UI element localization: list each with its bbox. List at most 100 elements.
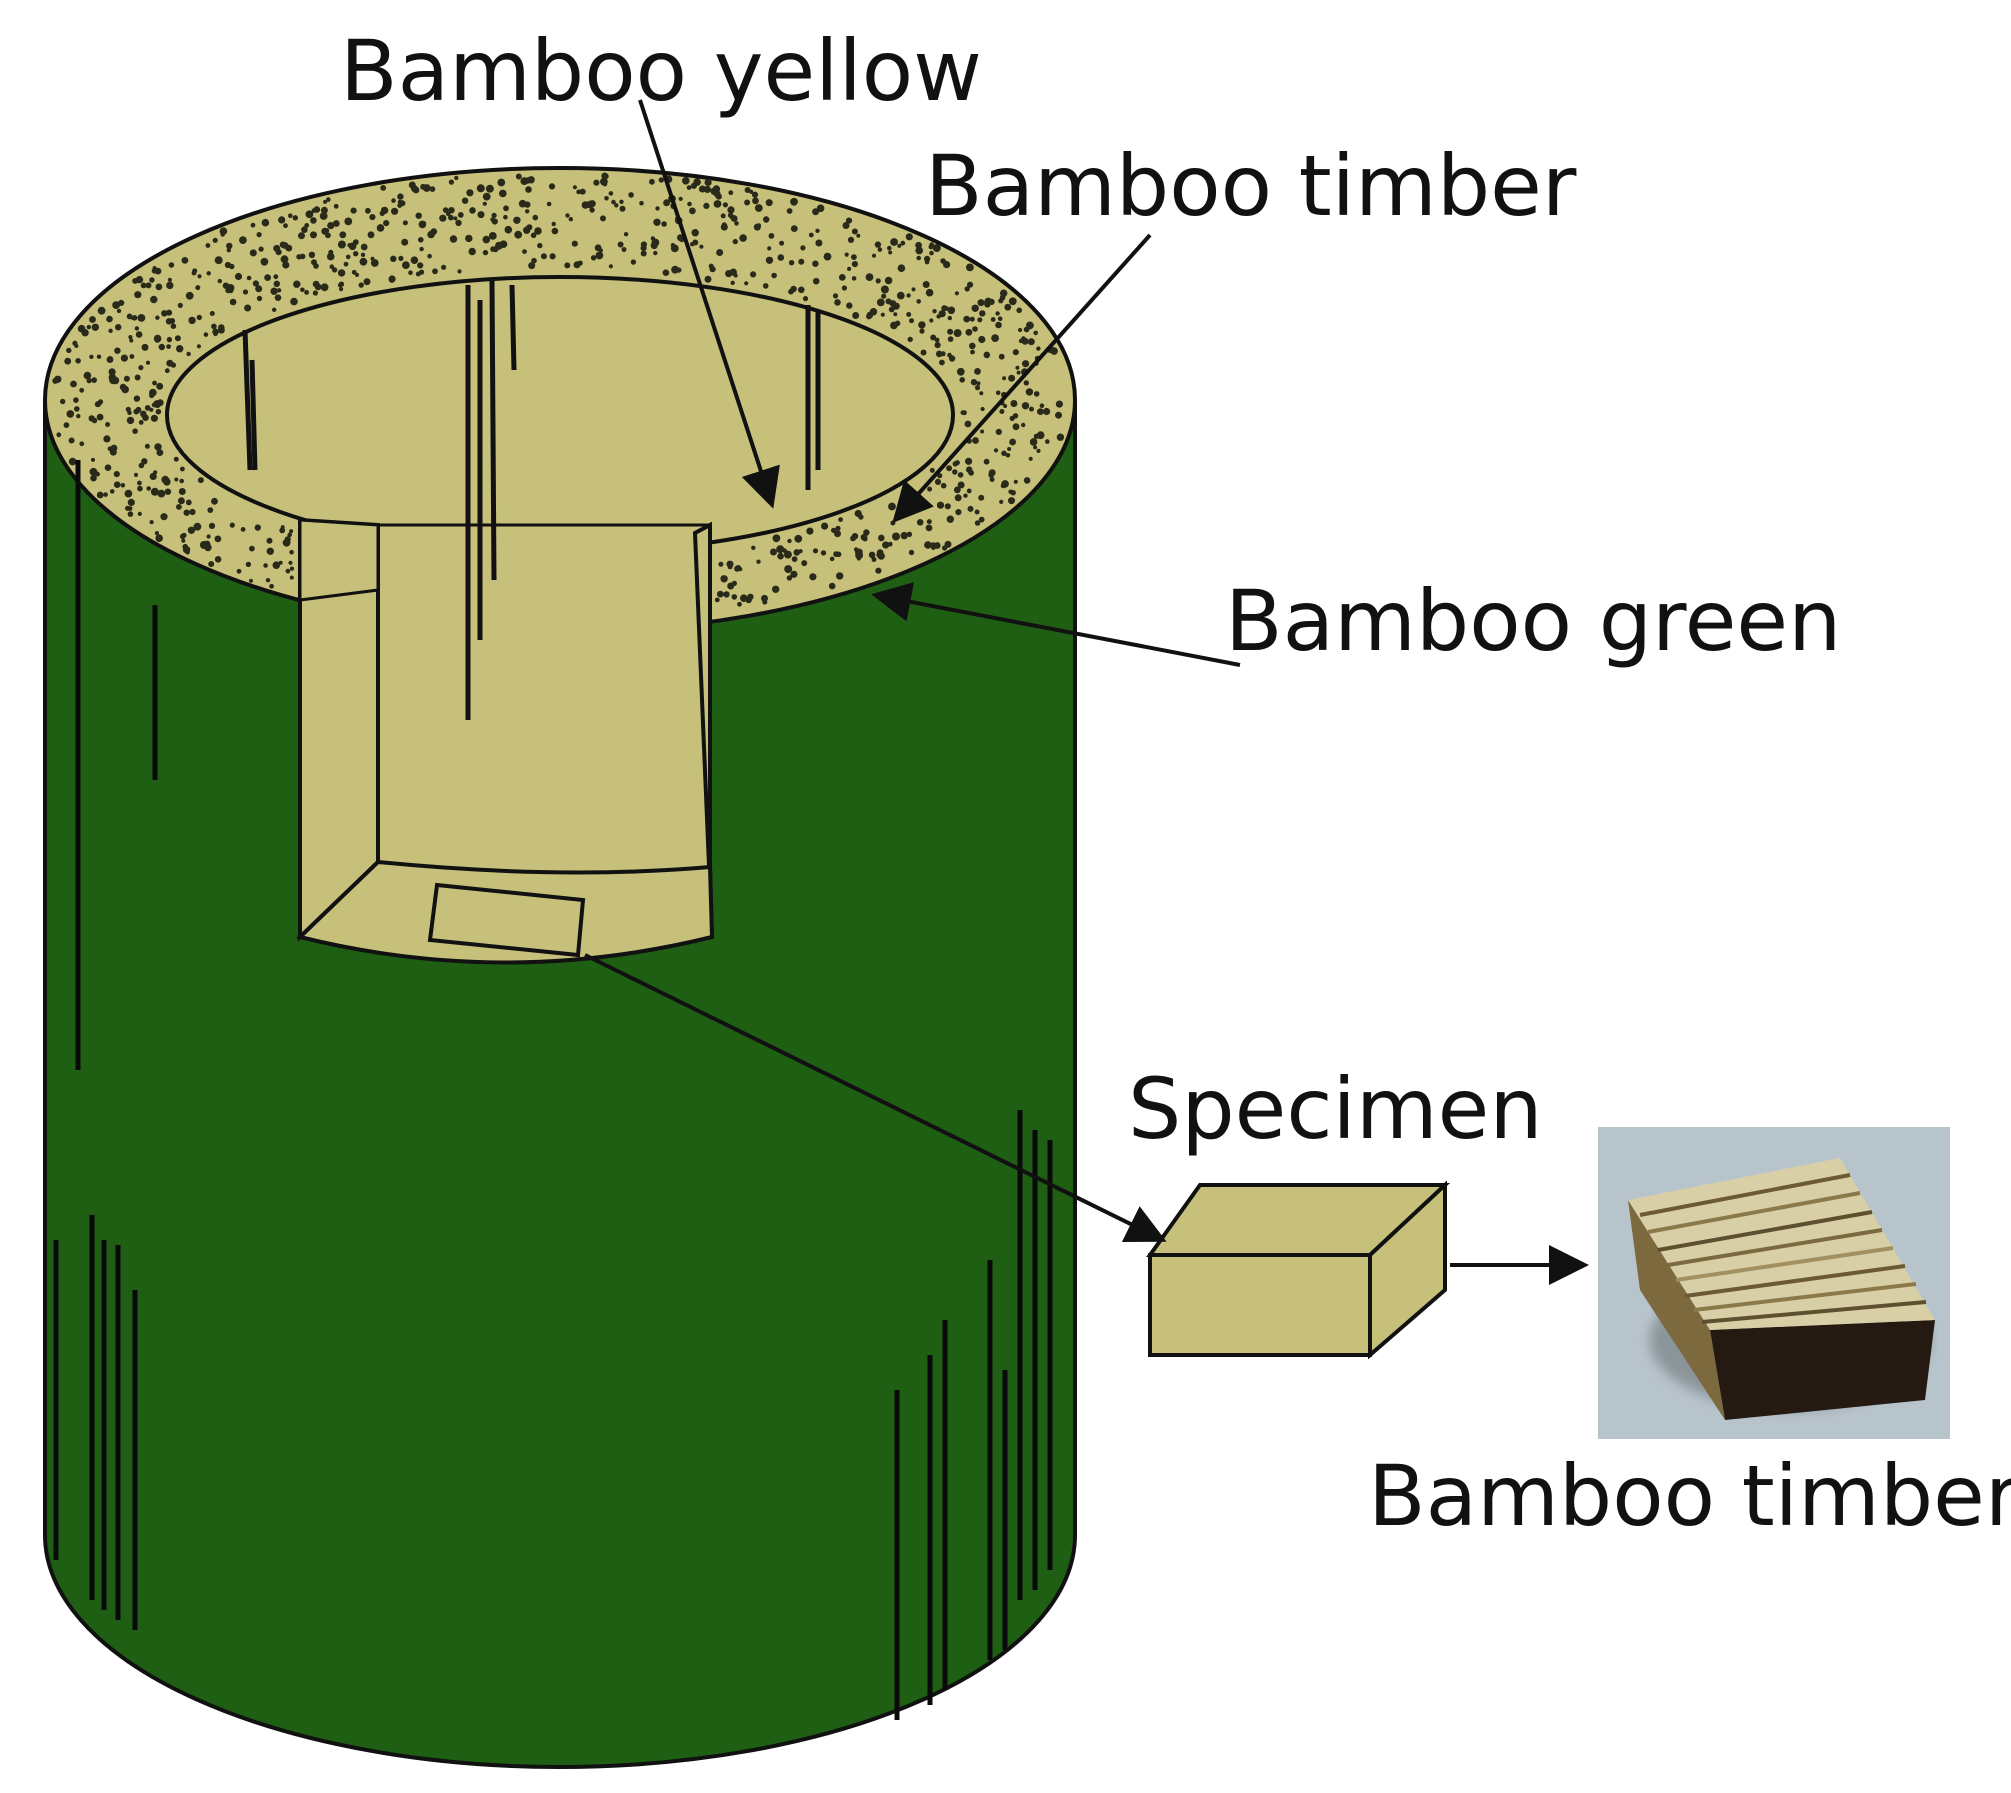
stipple-dot	[236, 568, 242, 574]
stipple-dot	[812, 260, 819, 267]
stipple-dot	[242, 289, 249, 295]
stipple-dot	[1021, 422, 1026, 428]
stipple-dot	[756, 223, 762, 229]
stipple-dot	[640, 250, 647, 257]
stipple-dot	[129, 338, 134, 343]
stipple-dot	[206, 271, 211, 276]
stipple-dot	[851, 261, 859, 268]
stipple-dot	[278, 216, 286, 224]
stipple-dot	[974, 520, 981, 526]
stipple-dot	[802, 296, 809, 302]
stipple-dot	[1012, 413, 1019, 419]
stipple-dot	[842, 222, 850, 229]
stipple-dot	[991, 334, 999, 342]
stipple-dot	[924, 255, 931, 262]
stipple-dot	[939, 359, 945, 366]
stipple-dot	[946, 465, 953, 472]
stipple-dot	[838, 274, 846, 281]
stipple-dot	[214, 256, 223, 265]
stipple-dot	[380, 185, 387, 191]
stipple-dot	[96, 491, 104, 499]
leader-arrows	[584, 99, 1589, 1285]
stipple-dot	[365, 207, 371, 214]
stipple-dot	[304, 290, 309, 295]
stipple-dot	[961, 410, 967, 416]
stipple-dot	[979, 310, 986, 317]
stipple-dot	[747, 593, 754, 600]
stipple-dot	[782, 548, 787, 553]
stipple-dot	[1039, 403, 1045, 409]
stipple-dot	[851, 228, 858, 235]
stipple-dot	[959, 377, 965, 383]
stipple-dot	[504, 225, 513, 234]
stipple-dot	[110, 444, 118, 452]
stipple-dot	[457, 269, 462, 274]
stipple-dot	[144, 405, 151, 411]
stipple-dot	[847, 266, 852, 271]
stipple-dot	[91, 323, 100, 331]
stipple-dot	[398, 255, 404, 261]
stipple-dot	[515, 173, 522, 180]
stipple-dot	[871, 253, 877, 258]
stipple-dot	[777, 254, 785, 261]
stipple-dot	[765, 256, 774, 264]
stipple-dot	[964, 286, 970, 292]
stipple-dot	[255, 285, 263, 293]
stipple-dot	[800, 245, 806, 251]
stipple-dot	[224, 261, 231, 269]
stipple-dot	[83, 371, 92, 380]
stipple-dot	[214, 556, 222, 563]
stipple-dot	[301, 226, 308, 233]
stipple-dot	[611, 199, 616, 205]
stipple-dot	[619, 205, 626, 212]
stipple-dot	[579, 188, 586, 195]
stipple-dot	[86, 324, 92, 330]
stipple-dot	[946, 515, 954, 523]
stipple-dot	[137, 480, 142, 486]
stipple-dot	[851, 254, 857, 260]
stipple-dot	[108, 368, 116, 376]
stipple-dot	[66, 410, 75, 418]
stipple-dot	[114, 347, 121, 354]
specimen-cut-mark	[427, 882, 586, 958]
stipple-dot	[1029, 438, 1038, 446]
stipple-dot	[534, 227, 542, 235]
stipple-dot	[954, 494, 962, 502]
stipple-dot	[383, 220, 390, 227]
stipple-dot	[70, 380, 77, 388]
stipple-dot	[722, 202, 729, 208]
stipple-dot	[74, 406, 80, 412]
stipple-dot	[68, 457, 77, 466]
stipple-dot	[798, 549, 803, 554]
stipple-dot	[995, 428, 1002, 435]
stipple-dot	[932, 244, 941, 252]
stipple-dot	[461, 197, 469, 204]
stipple-dot	[999, 499, 1004, 504]
stipple-dot	[750, 271, 757, 278]
stipple-dot	[1056, 433, 1065, 441]
stipple-dot	[783, 550, 792, 559]
stipple-dot	[121, 385, 129, 394]
stipple-dot	[155, 408, 162, 415]
stipple-dot	[477, 211, 485, 219]
stipple-dot	[640, 241, 648, 248]
stipple-dot	[391, 198, 396, 203]
stipple-dot	[256, 295, 263, 302]
photo-block-dark-side	[1710, 1320, 1935, 1420]
stipple-dot	[967, 505, 974, 512]
stipple-dot	[812, 548, 819, 554]
stipple-dot	[339, 231, 347, 239]
stipple-dot	[845, 217, 853, 224]
stipple-dot	[752, 197, 759, 205]
stipple-dot	[947, 336, 954, 342]
stipple-dot	[924, 541, 932, 549]
stipple-dot	[116, 308, 122, 314]
stipple-dot	[488, 232, 497, 240]
stipple-dot	[727, 582, 735, 590]
stipple-dot	[791, 556, 798, 562]
photo-block-grain	[1639, 1173, 1927, 1324]
stipple-dot	[218, 326, 225, 334]
stipple-dot	[313, 206, 321, 213]
stipple-dot	[957, 472, 964, 478]
stipple-dot	[718, 561, 724, 567]
